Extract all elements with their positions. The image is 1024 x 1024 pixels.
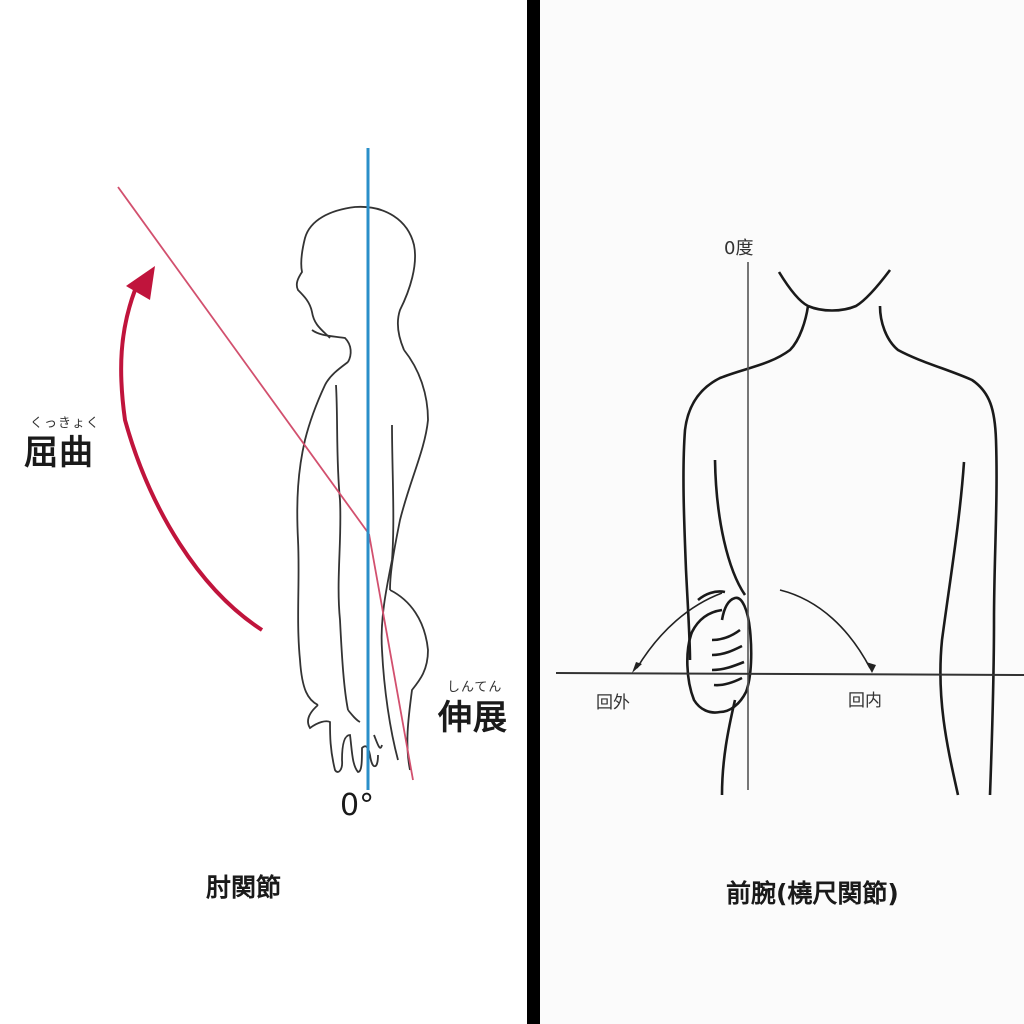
flexion-arc xyxy=(119,289,264,632)
panel-divider xyxy=(527,0,540,1024)
flexion-reading: くっきょく xyxy=(30,416,101,431)
pronation-label: 回内 xyxy=(848,691,882,711)
elbow-joint-panel: くっきょく 屈曲 しんてん 伸展 0° 肘関節 xyxy=(24,148,508,902)
forearm-diagram xyxy=(555,262,1024,796)
flexion-arrowhead-icon xyxy=(126,266,155,300)
elbow-diagram xyxy=(117,148,429,790)
flexion-reference-line xyxy=(117,186,370,535)
supination-arc xyxy=(636,592,723,669)
forearm-joint-title: 前腕(橈尺関節) xyxy=(726,879,899,908)
human-side-silhouette xyxy=(295,206,429,773)
extension-reading: しんてん xyxy=(447,680,503,695)
pronation-arrowhead-icon xyxy=(866,662,876,673)
horizontal-axis-line xyxy=(555,672,1024,676)
elbow-joint-title: 肘関節 xyxy=(206,873,282,902)
extension-label: 伸展 xyxy=(438,698,508,738)
extension-reference-line xyxy=(368,533,414,781)
zero-degree-label: 0° xyxy=(340,788,375,823)
human-front-silhouette xyxy=(682,269,998,796)
zero-degree-label: 0度 xyxy=(724,238,754,259)
forearm-panel: 0度 回外 回内 前腕(橈尺関節) xyxy=(540,0,1024,1024)
flexion-label: 屈曲 xyxy=(24,433,94,473)
supination-arrowhead-icon xyxy=(632,662,642,673)
supination-label: 回外 xyxy=(596,693,630,713)
pronation-arc xyxy=(779,589,871,669)
